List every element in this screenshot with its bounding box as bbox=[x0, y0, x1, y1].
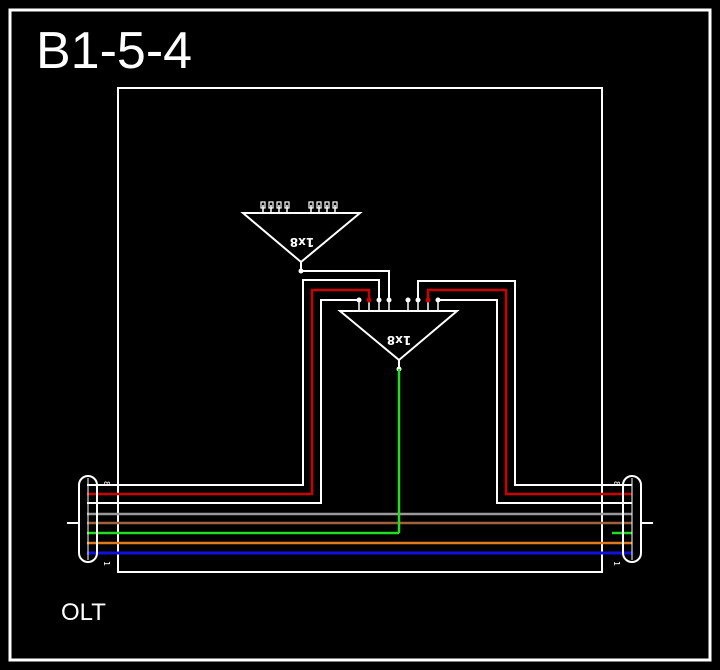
cable-right-mark-top: 8 bbox=[612, 481, 621, 486]
loop-right-inner bbox=[438, 299, 632, 504]
cable-left: 8 1 bbox=[67, 475, 111, 566]
splitter-top-label: 1x8 bbox=[290, 235, 314, 249]
link-top-to-mid bbox=[301, 270, 390, 300]
splitter-mid: 1x8 bbox=[337, 297, 460, 372]
cable-right: 8 1 bbox=[612, 475, 653, 566]
loop-left-outer bbox=[87, 279, 380, 486]
loop-left-inner bbox=[87, 299, 359, 504]
loop-left-red bbox=[87, 288, 371, 496]
splitter-mid-label: 1x8 bbox=[387, 333, 411, 347]
diagram-title: B1-5-4 bbox=[36, 22, 192, 80]
olt-label: OLT bbox=[61, 599, 106, 626]
cable-right-mark-bottom: 1 bbox=[612, 561, 621, 566]
enclosure-box bbox=[117, 87, 603, 573]
outer-frame bbox=[8, 8, 712, 662]
loop-right-red bbox=[426, 288, 632, 496]
cable-left-mark-bottom: 1 bbox=[102, 561, 111, 566]
splitter-top: 1x8 bbox=[240, 201, 363, 274]
loop-right-outer bbox=[417, 280, 632, 486]
cable-left-mark-top: 8 bbox=[102, 481, 111, 486]
